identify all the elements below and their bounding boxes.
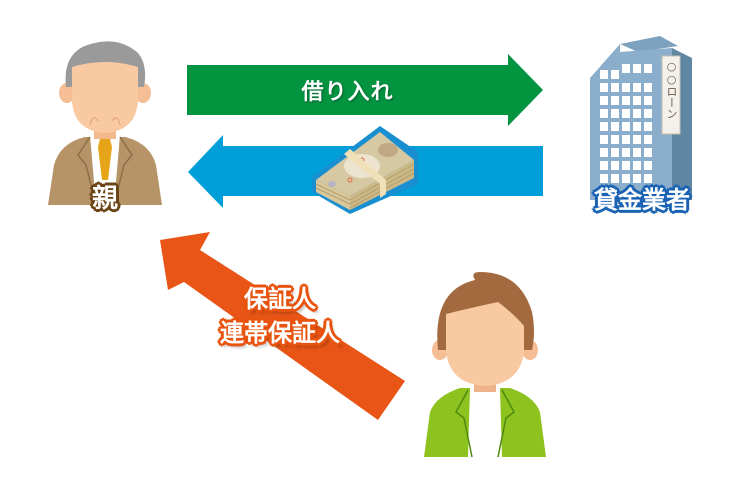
parent-icon <box>48 41 162 206</box>
guarantor-label: 保証人 連帯保証人 <box>200 282 360 350</box>
yen-bills-icon <box>312 126 418 214</box>
lender-label: 貸金業者 <box>594 186 690 214</box>
guarantor-label-line1: 保証人 <box>244 285 316 313</box>
borrowing-label: 借り入れ <box>301 80 394 105</box>
guarantor-icon <box>424 272 546 458</box>
parent-label: 親 <box>91 184 118 214</box>
lender-building-icon <box>590 36 692 200</box>
guarantor-label-line2: 連帯保証人 <box>220 319 340 347</box>
lender-sign-text: ○○ローン <box>665 60 678 119</box>
